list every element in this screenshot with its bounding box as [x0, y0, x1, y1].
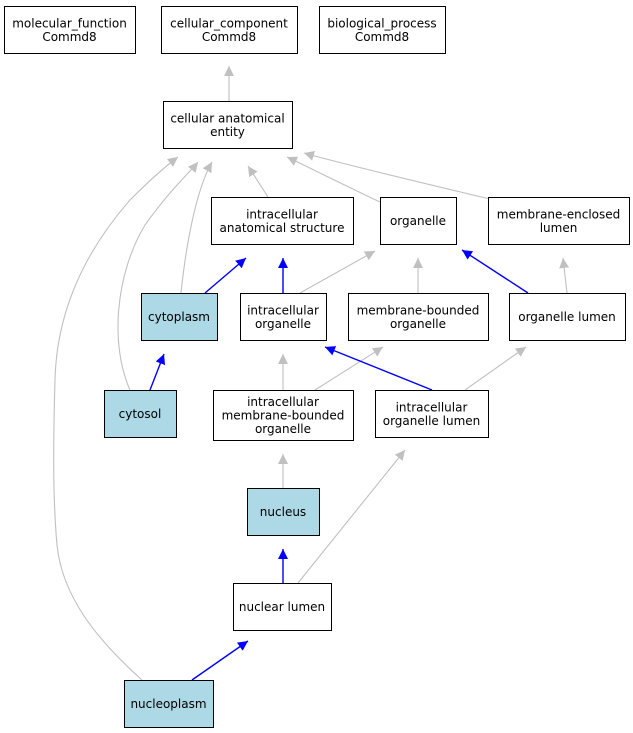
edge-cytosol-to-cyto [149, 353, 166, 391]
node-label: nucleus [260, 505, 306, 519]
node-label: intracellular [246, 207, 318, 221]
edge-org-to-cae [286, 156, 381, 203]
node-label: cellular_component [170, 16, 288, 30]
node-box [509, 293, 626, 341]
edge-cyto-to-cae [180, 161, 213, 294]
node-label: lumen [540, 221, 578, 235]
node-org[interactable]: organelle [380, 197, 457, 245]
node-box [211, 197, 354, 245]
node-label: Commd8 [202, 30, 256, 44]
edge-io-to-org [299, 250, 376, 294]
node-box [247, 488, 320, 536]
edge-cytosol-to-cae [117, 161, 199, 391]
nodes-layer: molecular_functionCommd8cellular_compone… [4, 6, 630, 728]
node-label: Commd8 [355, 30, 409, 44]
node-np[interactable]: nucleoplasm [124, 680, 214, 728]
node-label: biological_process [327, 16, 436, 30]
edge-ol-to-mel [559, 257, 570, 294]
node-label: organelle lumen [383, 414, 481, 428]
node-box [348, 293, 489, 341]
edge-imbo-to-mbo [314, 346, 384, 391]
edge-ias-to-cae [247, 165, 269, 198]
node-box [319, 6, 446, 54]
node-label: entity [210, 125, 245, 139]
node-nl[interactable]: nuclear lumen [233, 583, 332, 631]
node-label: membrane-bounded [357, 303, 480, 317]
edge-iol-to-ol [464, 346, 527, 391]
node-label: molecular_function [12, 16, 127, 30]
node-label: membrane-enclosed [497, 207, 621, 221]
node-nuc[interactable]: nucleus [247, 488, 320, 536]
node-label: intracellular [396, 400, 468, 414]
node-box [213, 390, 354, 441]
node-label: membrane-bounded [222, 409, 345, 423]
node-label: nucleoplasm [130, 697, 206, 711]
node-label: cytoplasm [148, 310, 210, 324]
node-ol[interactable]: organelle lumen [509, 293, 626, 341]
node-label: cytosol [119, 407, 162, 421]
node-box [163, 101, 293, 149]
node-box [240, 293, 327, 341]
node-label: organelle [255, 422, 311, 436]
node-label: anatomical structure [220, 221, 345, 235]
node-box [233, 583, 332, 631]
edge-iol-to-io [324, 346, 433, 391]
edge-cyto-to-ias [204, 257, 247, 294]
node-label: intracellular [247, 303, 319, 317]
node-box [141, 293, 218, 341]
node-box [380, 197, 457, 245]
node-box [104, 390, 177, 438]
node-label: organelle [255, 317, 311, 331]
node-box [488, 197, 630, 245]
node-label: nuclear lumen [239, 600, 325, 614]
edge-ol-to-org [461, 249, 529, 294]
node-box [124, 680, 214, 728]
edges-layer [53, 66, 570, 681]
edge-nl-to-iol [297, 449, 406, 584]
node-cytosol[interactable]: cytosol [104, 390, 177, 438]
node-box [4, 6, 136, 54]
node-cyto[interactable]: cytoplasm [141, 293, 218, 341]
node-box [161, 6, 298, 54]
node-box [375, 390, 489, 438]
edge-np-to-cae [53, 156, 179, 681]
node-label: organelle [390, 317, 446, 331]
node-label: Commd8 [42, 30, 96, 44]
node-label: organelle [390, 214, 446, 228]
node-label: intracellular [247, 395, 319, 409]
node-label: organelle lumen [518, 310, 616, 324]
node-label: cellular anatomical [170, 111, 284, 125]
edge-np-to-nl [191, 640, 249, 681]
edge-mel-to-cae [303, 150, 491, 200]
